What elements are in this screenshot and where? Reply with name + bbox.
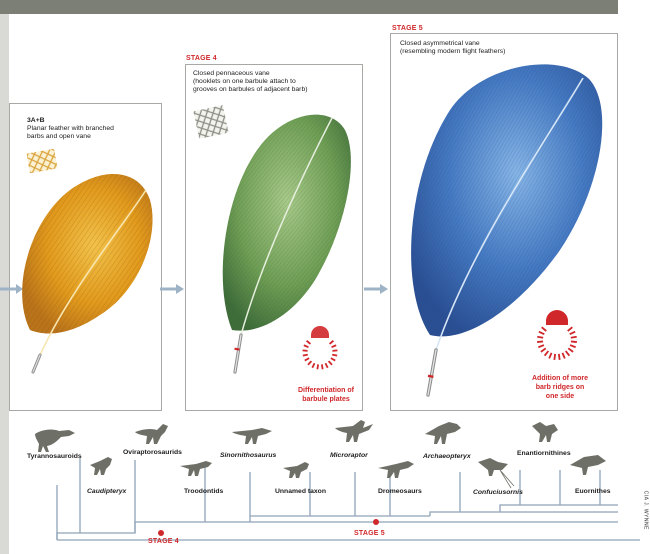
ring-dash [561, 352, 566, 359]
cladogram [56, 458, 640, 541]
ring-dash [311, 362, 316, 369]
tree-marker-stage5: STAGE 5 [354, 530, 385, 537]
taxon-oviraptorosaurids: Oviraptorosaurids [123, 449, 182, 456]
ring-dash [567, 347, 574, 353]
ring-dash [304, 357, 310, 362]
ring-dash [569, 344, 576, 349]
tree-marker-stage4: STAGE 4 [148, 538, 179, 545]
taxon-archaeopteryx: Archaeopteryx [423, 453, 471, 460]
stage5-note-line1: Addition of more [532, 375, 588, 382]
ring-dash [330, 357, 336, 362]
stage-markers [158, 519, 379, 536]
ring-dash [307, 360, 313, 366]
stage5-tag: STAGE 5 [392, 25, 423, 32]
taxon-dromeosaurs: Dromeosaurs [378, 488, 422, 495]
ring-dash [302, 353, 308, 357]
ring-dash [570, 335, 577, 339]
taxon-unnamed: Unnamed taxon [275, 488, 326, 495]
stage5-desc-line2: (resembling modern flight feathers) [400, 48, 506, 55]
ring-dash [537, 340, 544, 343]
stage4-desc-line1: Closed pennaceous vane [193, 70, 270, 77]
arrow-stage3-to-4 [160, 284, 184, 294]
ring-dash [553, 353, 557, 360]
ring-dash [548, 352, 553, 359]
ring-dash [306, 340, 312, 345]
ring-dash [316, 364, 320, 370]
dinosaur-silhouettes [35, 420, 606, 489]
ring-dash [328, 340, 334, 345]
stage3-title: 3A+B [27, 117, 45, 124]
taxon-troodontids: Troodontids [184, 488, 224, 495]
left-strip [0, 14, 9, 554]
ring-dash [567, 326, 573, 332]
taxon-confuciusornis: Confuciusornis [473, 489, 523, 496]
stage5-note-line3: one side [545, 393, 575, 400]
ring-dash [324, 362, 329, 369]
taxon-tyrannosauroids: Tyrannosauroids [27, 453, 82, 460]
feather-stage3 [22, 173, 153, 374]
ring-dash [320, 364, 324, 370]
stage4-note-line1: Differentiation of [298, 387, 354, 394]
feather-stage5 [411, 64, 603, 397]
arrow-stage3-left [0, 284, 23, 294]
taxon-microraptor: Microraptor [330, 452, 368, 459]
ring-dash [303, 344, 309, 349]
taxon-caudipteryx: Caudipteryx [87, 488, 127, 495]
ring-dash [569, 330, 576, 335]
barb-icon-stage4 [193, 105, 229, 139]
ring-dash [570, 340, 577, 343]
image-credit: CIA J. WYNNE [642, 490, 648, 530]
top-bar [0, 0, 618, 14]
taxon-enantiornithines: Enantiornithines [517, 450, 571, 457]
feather-stage4 [222, 114, 351, 374]
taxon-sinornithosaurus: Sinornithosaurus [220, 452, 277, 459]
stage4-note-line2: barbule plates [302, 396, 350, 403]
taxon-euornithes: Euornithes [575, 488, 611, 495]
stage4-desc-line3: grooves on barbules of adjacent barb) [193, 86, 308, 93]
ring-dash [302, 349, 308, 352]
arrow-stage4-to-5 [364, 284, 388, 294]
barbule-ring-icon-stage4 [302, 326, 338, 370]
ring-dash [543, 350, 550, 357]
stage5-desc-line1: Closed asymmetrical vane [400, 40, 480, 47]
stage4-desc-line2: (hooklets on one barbule attach to [193, 78, 296, 85]
ring-dash [540, 347, 547, 353]
ring-dash [327, 360, 333, 366]
ring-dash [332, 353, 338, 357]
stage3-desc-line2: barbs and open vane [27, 133, 91, 140]
ring-dash [538, 330, 545, 335]
ring-dash [331, 344, 337, 349]
stage4-tag: STAGE 4 [186, 55, 217, 62]
stage5-note-line2: barb ridges on [535, 384, 585, 391]
stage3-desc-line1: Planar feather with branched [27, 125, 114, 132]
ring-dash [557, 353, 561, 360]
barb-icon-stage3 [26, 148, 58, 174]
ring-dash [541, 326, 547, 332]
ring-dash [332, 349, 338, 352]
ring-dash [538, 344, 545, 349]
ring-dash [564, 350, 571, 357]
barb-ridge-ring-icon-stage5 [537, 310, 577, 360]
ring-dash [537, 335, 544, 339]
